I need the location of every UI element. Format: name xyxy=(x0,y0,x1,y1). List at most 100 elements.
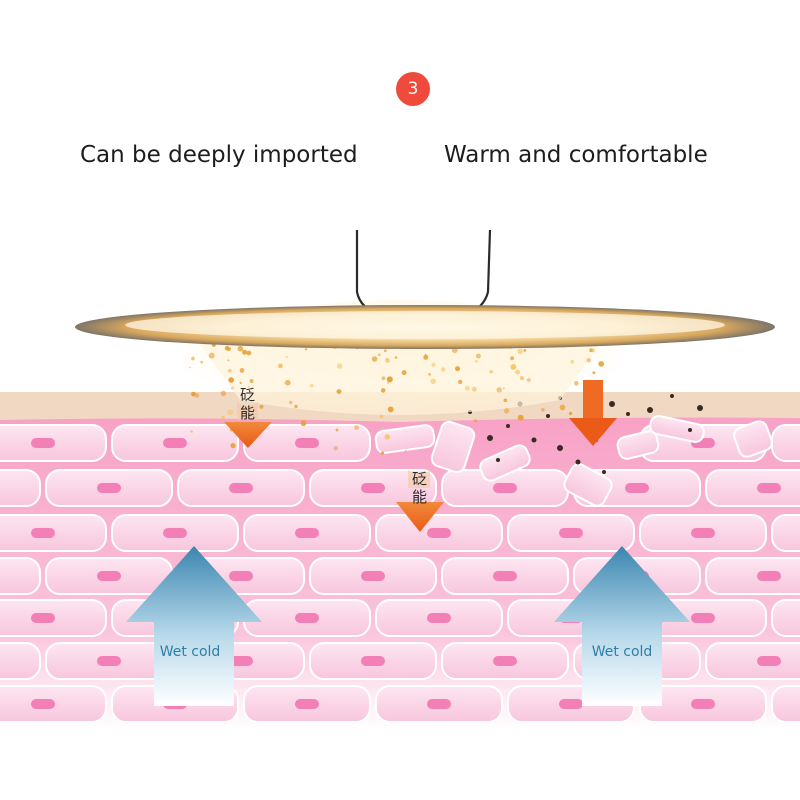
wet-cold-label-right: Wet cold xyxy=(592,644,653,660)
gold-particle xyxy=(227,368,232,373)
gold-particle xyxy=(441,367,446,372)
gold-particle xyxy=(371,356,378,362)
gold-particle xyxy=(423,354,429,360)
cell-nucleus xyxy=(493,656,517,666)
skin-cell xyxy=(705,557,800,595)
gold-particle xyxy=(230,443,236,449)
step-number-badge: 3 xyxy=(396,72,430,106)
cell-nucleus xyxy=(361,571,385,581)
heat-arrow-right xyxy=(569,380,617,446)
gold-particle xyxy=(464,385,470,391)
gold-particle xyxy=(385,358,390,363)
cell-nucleus xyxy=(757,483,781,493)
gold-particle xyxy=(568,411,573,416)
cell-nucleus xyxy=(691,699,715,709)
cell-nucleus xyxy=(361,656,385,666)
gold-particle xyxy=(230,386,235,390)
cell-nucleus xyxy=(229,571,253,581)
gold-particle xyxy=(227,409,234,416)
gold-particle xyxy=(430,378,437,385)
cell-nucleus xyxy=(559,699,583,709)
skin-cell xyxy=(0,557,41,595)
gold-particle xyxy=(242,349,248,355)
gold-particle xyxy=(380,388,386,393)
gold-particle xyxy=(227,359,230,362)
gold-particle xyxy=(384,434,391,440)
gold-particle xyxy=(289,400,293,405)
gold-particle xyxy=(519,376,525,381)
cell-nucleus xyxy=(229,483,253,493)
gold-particle xyxy=(294,404,298,409)
cell-nucleus xyxy=(559,528,583,538)
skin-cell xyxy=(705,469,800,507)
gold-particle xyxy=(221,415,225,420)
skin-cell xyxy=(0,642,41,680)
skin-cell xyxy=(771,514,800,552)
gold-particle xyxy=(404,450,407,452)
gold-particle xyxy=(380,451,385,455)
gold-particle xyxy=(335,428,339,432)
cell-nucleus xyxy=(295,438,319,448)
skin-cell xyxy=(771,424,800,462)
gold-particle xyxy=(259,404,264,409)
wet-cold-label-left: Wet cold xyxy=(160,644,221,660)
cell-nucleus xyxy=(295,528,319,538)
gold-particle xyxy=(428,372,431,376)
gold-particle xyxy=(237,345,244,352)
gold-particle xyxy=(458,379,463,385)
cell-nucleus xyxy=(163,528,187,538)
gold-particle xyxy=(309,383,314,388)
gold-particle xyxy=(189,366,191,369)
gold-particle xyxy=(333,446,338,451)
gold-particle xyxy=(559,404,566,411)
energy-label-top-char2: 能 xyxy=(240,404,255,422)
gold-particle xyxy=(503,398,508,403)
skin-cell xyxy=(0,469,41,507)
gold-particle xyxy=(336,389,342,395)
cell-nucleus xyxy=(295,613,319,623)
gold-particle xyxy=(515,369,520,375)
gold-particle xyxy=(523,349,527,352)
gold-particle xyxy=(304,348,308,351)
gold-particle xyxy=(239,368,245,373)
gold-particle xyxy=(591,348,595,353)
gold-particle xyxy=(278,363,283,369)
gold-particle xyxy=(387,406,394,413)
gold-particle xyxy=(386,376,393,383)
gold-particle xyxy=(285,379,291,386)
gold-particle xyxy=(246,350,252,356)
gold-particle xyxy=(208,352,215,359)
cell-nucleus xyxy=(691,528,715,538)
disturbed-cells xyxy=(374,415,773,507)
cell-nucleus xyxy=(97,483,121,493)
gold-particle xyxy=(401,370,407,376)
gold-particle xyxy=(455,366,460,372)
cell-nucleus xyxy=(427,699,451,709)
gold-particle xyxy=(191,391,196,397)
gold-particle xyxy=(228,377,234,383)
disc-highlight xyxy=(125,311,725,339)
caption-warm-comfortable: Warm and comfortable xyxy=(444,142,708,168)
gold-particle xyxy=(387,381,389,384)
gold-particle xyxy=(381,376,386,381)
cell-nucleus xyxy=(691,613,715,623)
energy-arrow-top: 砭 能 xyxy=(224,386,272,448)
cell-nucleus xyxy=(31,438,55,448)
cell-nucleus xyxy=(97,571,121,581)
cell-nucleus xyxy=(31,528,55,538)
cell-nucleus xyxy=(757,656,781,666)
gold-particle xyxy=(598,361,604,367)
gold-particle xyxy=(226,347,231,351)
gold-particle xyxy=(526,378,531,382)
gold-particle xyxy=(510,364,517,370)
cell-nucleus xyxy=(97,656,121,666)
gold-particle xyxy=(475,353,481,359)
cell-nucleus xyxy=(757,571,781,581)
energy-label-top-char1: 砭 xyxy=(240,386,255,404)
gold-particle xyxy=(249,379,254,383)
cell-nucleus xyxy=(295,699,319,709)
gold-particle xyxy=(190,430,193,433)
gold-particle xyxy=(475,360,478,363)
cell-nucleus xyxy=(31,699,55,709)
